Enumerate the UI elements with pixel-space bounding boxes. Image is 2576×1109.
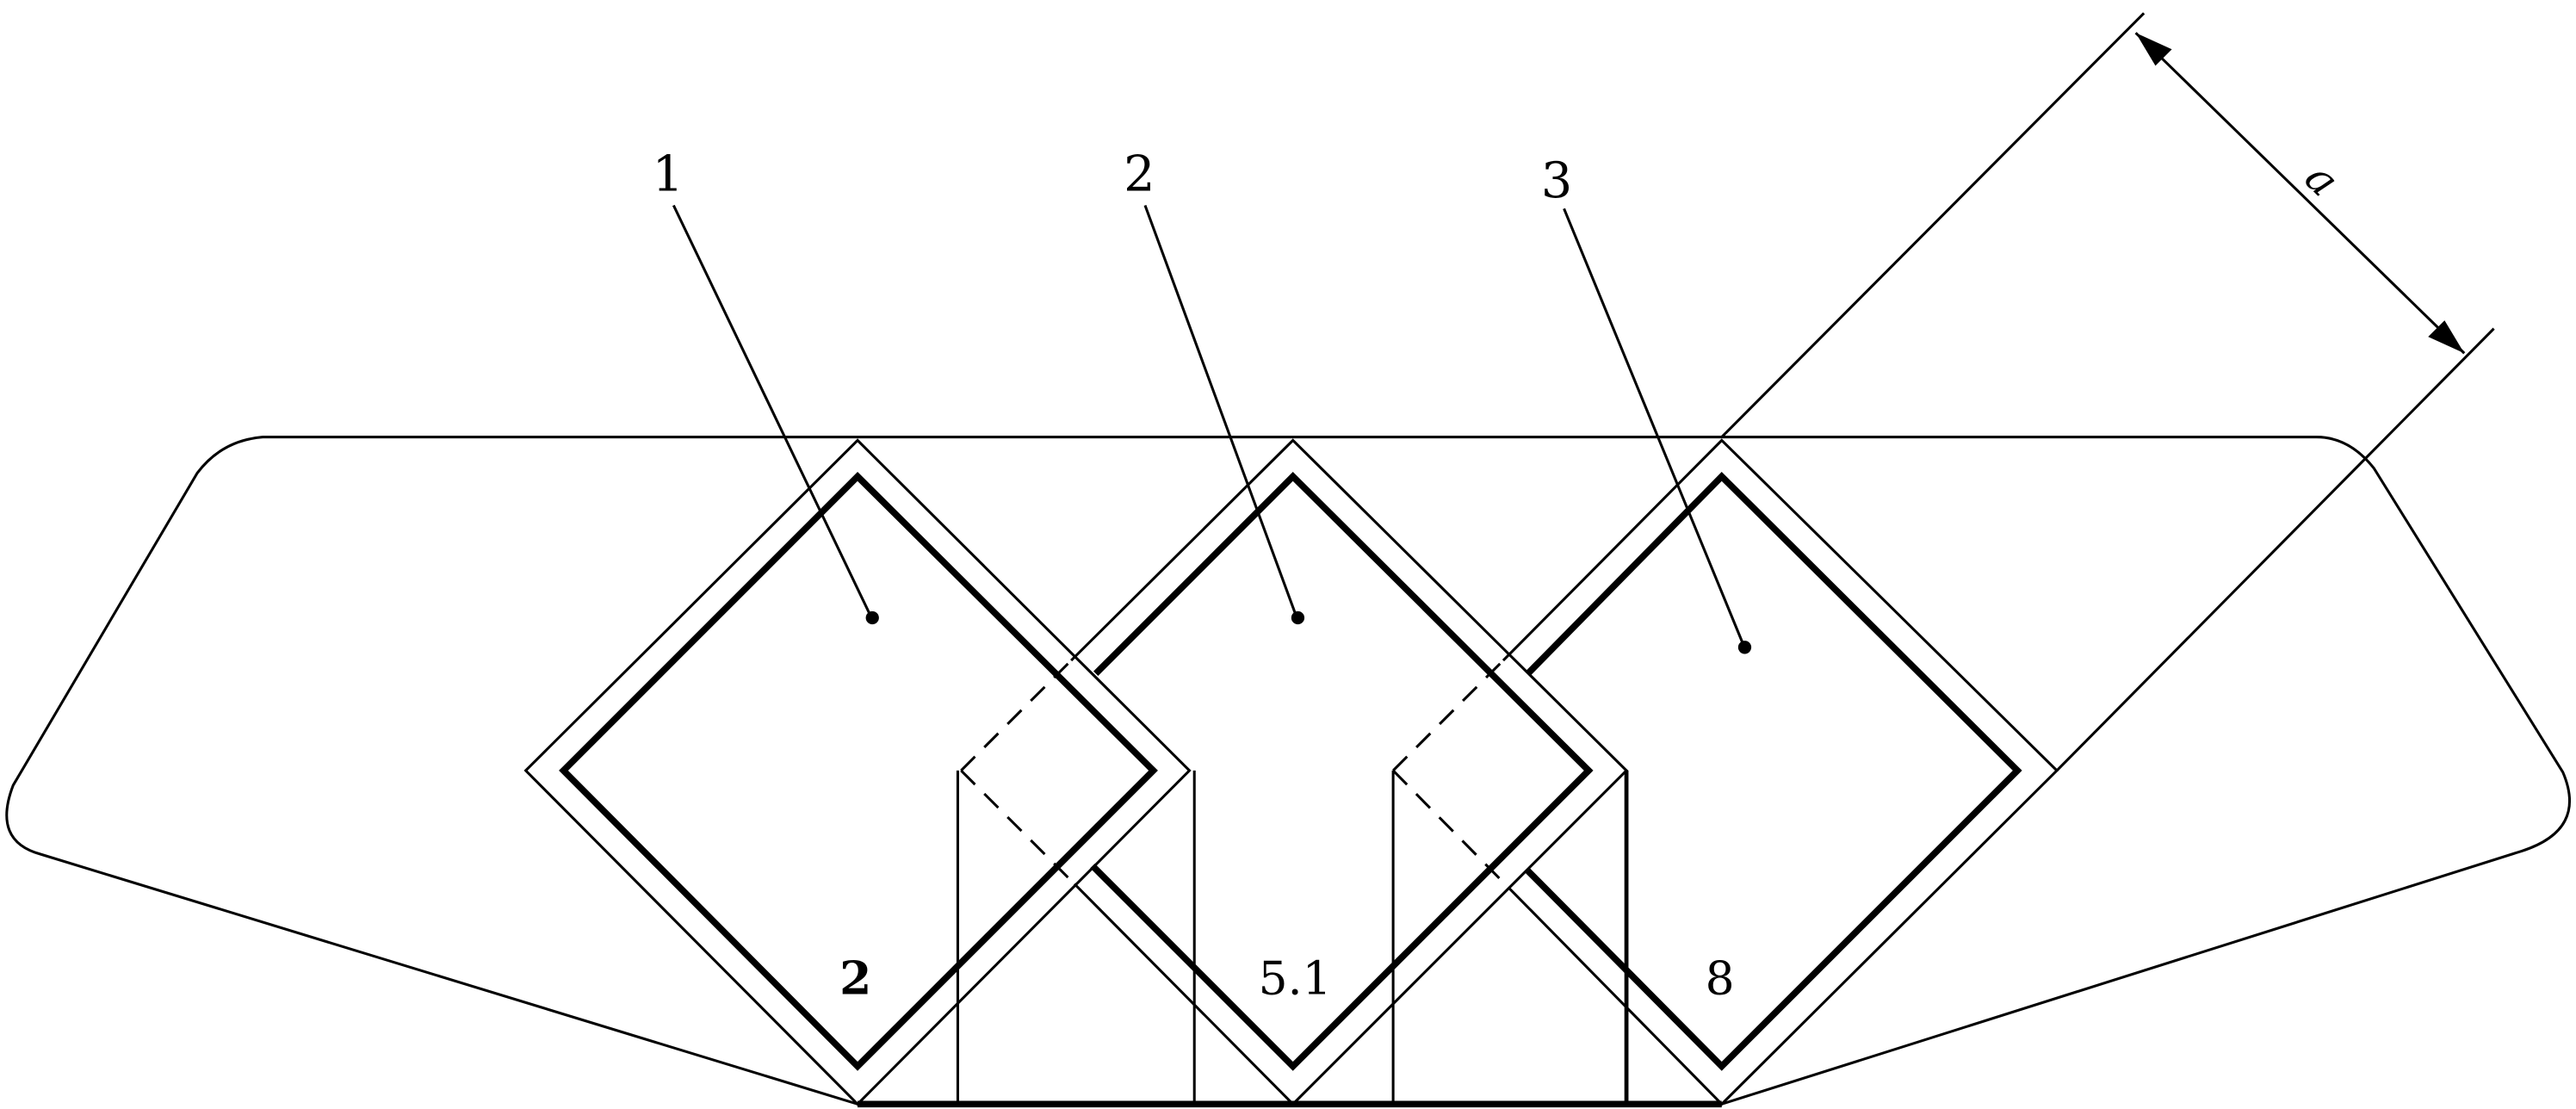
callout-3: 3 — [1541, 152, 1752, 654]
callout-2: 2 — [1124, 146, 1305, 625]
callout-1: 1 — [653, 146, 879, 625]
arrowhead-icon — [2428, 320, 2465, 354]
callout-label: 3 — [1541, 152, 1572, 209]
arrowhead-icon — [2135, 33, 2172, 66]
callout-label: 1 — [653, 146, 684, 202]
value-label-2: 5.1 — [1259, 951, 1332, 1005]
value-label-3: 8 — [1706, 951, 1735, 1005]
outer-body-outline — [5, 436, 2572, 1106]
vertical-guides — [956, 770, 1629, 1105]
callout-label: 2 — [1124, 146, 1155, 202]
diamond-1 — [523, 438, 1192, 1106]
value-label-1: 2 — [839, 951, 871, 1005]
dimension-a: a — [1720, 12, 2495, 771]
